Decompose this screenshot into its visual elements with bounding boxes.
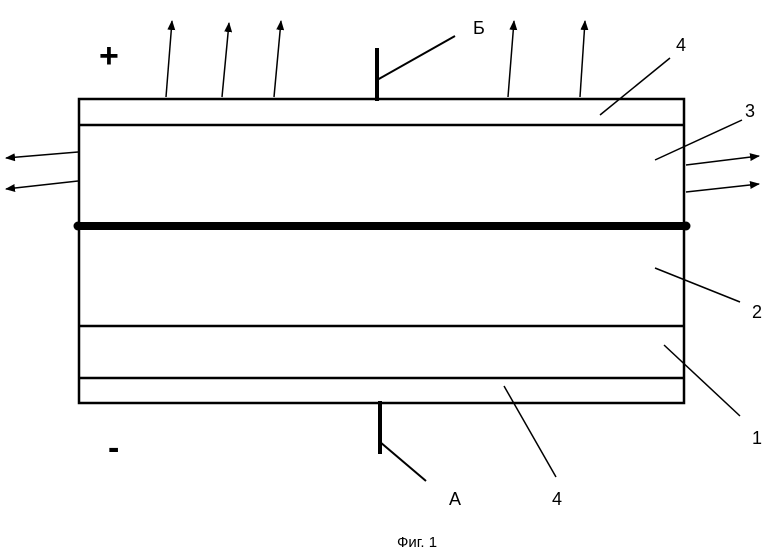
emission-arrow [166,21,172,97]
figure-caption: Фиг. 1 [397,534,437,551]
junction-end-left [74,222,83,231]
device-outline [79,99,684,403]
emission-arrows-right [686,156,759,192]
layer-label-3: 3 [745,101,755,121]
leader-layer-4-top [600,58,670,115]
layer-label-4-top: 4 [676,35,686,55]
leader-layer-2 [655,268,740,302]
leader-layer-1 [664,345,740,416]
emission-arrows-left [6,152,78,189]
emission-arrow [274,21,281,97]
layer-label-1: 1 [752,428,762,448]
emission-arrow [508,21,514,97]
emission-arrow [580,21,585,97]
layer-label-4-bottom: 4 [552,489,562,509]
polarity-plus: + [99,37,119,75]
terminal-top-leader [377,36,455,80]
emission-arrow [222,23,229,97]
terminal-top-label: Б [473,18,485,38]
junction-end-right [682,222,691,231]
terminal-bottom-label: А [449,489,461,509]
emission-arrow [6,152,78,158]
layer-label-2: 2 [752,302,762,322]
polarity-minus: - [108,429,119,467]
emission-arrow [6,181,78,189]
emission-arrow [686,184,759,192]
leader-layer-4-bottom [504,386,556,477]
terminal-bottom-leader [380,442,426,481]
emission-arrow [686,156,759,165]
callout-leaders [504,58,742,477]
